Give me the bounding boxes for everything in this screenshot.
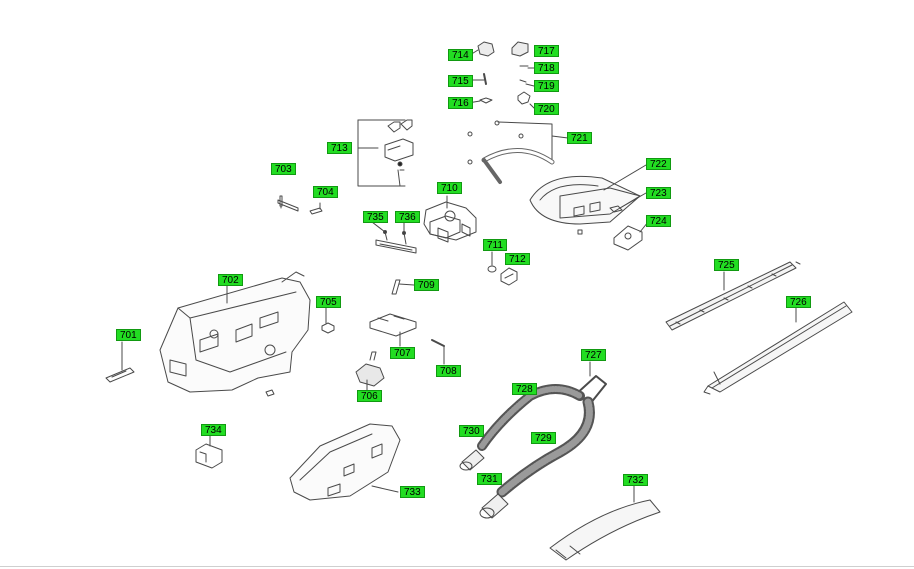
- label-705[interactable]: 705: [316, 296, 341, 308]
- part-713-bracket-group: [357, 119, 414, 187]
- label-701[interactable]: 701: [116, 329, 141, 341]
- label-715[interactable]: 715: [448, 75, 473, 87]
- part-734-clip: [195, 435, 223, 469]
- part-707-clamp-plate: [369, 313, 417, 347]
- label-733[interactable]: 733: [400, 486, 425, 498]
- label-726[interactable]: 726: [786, 296, 811, 308]
- part-720-knob: [517, 91, 535, 109]
- label-702[interactable]: 702: [218, 274, 243, 286]
- part-724-bracket: [613, 221, 649, 251]
- part-733-cover: [289, 423, 401, 501]
- label-708[interactable]: 708: [436, 365, 461, 377]
- bottom-divider: [0, 566, 914, 567]
- part-701-plate: [105, 341, 135, 383]
- label-712[interactable]: 712: [505, 253, 530, 265]
- part-729-hose: [496, 396, 595, 498]
- part-705-screw: [321, 306, 335, 334]
- label-713[interactable]: 713: [327, 142, 352, 154]
- label-728[interactable]: 728: [512, 383, 537, 395]
- label-730[interactable]: 730: [459, 425, 484, 437]
- label-725[interactable]: 725: [714, 259, 739, 271]
- part-712-knob: [500, 267, 518, 286]
- part-714-knob: [469, 41, 495, 57]
- label-709[interactable]: 709: [414, 279, 439, 291]
- label-707[interactable]: 707: [390, 347, 415, 359]
- part-708-pin: [431, 339, 445, 365]
- part-732-blade-guard: [549, 485, 661, 561]
- label-703[interactable]: 703: [271, 163, 296, 175]
- label-704[interactable]: 704: [313, 186, 338, 198]
- label-716[interactable]: 716: [448, 97, 473, 109]
- part-727-hose-connector: [573, 361, 607, 405]
- part-710-tilt-mechanism: [423, 195, 477, 243]
- part-721-angle-scale: [467, 120, 569, 184]
- label-711[interactable]: 711: [483, 239, 507, 251]
- label-722[interactable]: 722: [646, 158, 671, 170]
- label-735[interactable]: 735: [363, 211, 388, 223]
- label-719[interactable]: 719: [534, 80, 559, 92]
- part-718-spring: [519, 65, 535, 69]
- label-723[interactable]: 723: [646, 187, 671, 199]
- label-720[interactable]: 720: [534, 103, 559, 115]
- part-706-knob: [355, 351, 385, 391]
- label-721[interactable]: 721: [567, 132, 592, 144]
- part-717-knob: [511, 41, 529, 57]
- label-706[interactable]: 706: [357, 390, 382, 402]
- part-726-guide-rail: [703, 301, 853, 395]
- part-723-insert: [609, 192, 647, 213]
- part-731-hose-end: [479, 493, 509, 519]
- label-731[interactable]: 731: [477, 473, 502, 485]
- part-728-hose: [477, 384, 585, 451]
- part-719-spring: [519, 79, 535, 87]
- label-724[interactable]: 724: [646, 215, 671, 227]
- label-714[interactable]: 714: [448, 49, 473, 61]
- label-727[interactable]: 727: [581, 349, 606, 361]
- part-709-screw: [391, 279, 415, 295]
- label-710[interactable]: 710: [437, 182, 462, 194]
- part-702-housing: [159, 271, 311, 397]
- label-729[interactable]: 729: [531, 432, 556, 444]
- label-718[interactable]: 718: [534, 62, 559, 74]
- part-704-pin: [309, 202, 323, 215]
- label-732[interactable]: 732: [623, 474, 648, 486]
- part-725-guide-rail: [665, 261, 801, 331]
- part-722-miter-table: [529, 164, 647, 235]
- label-736[interactable]: 736: [395, 211, 420, 223]
- part-735-736-clamp: [371, 221, 417, 254]
- part-703-bolt: [277, 195, 299, 212]
- label-734[interactable]: 734: [201, 424, 226, 436]
- part-711-washer: [487, 251, 497, 273]
- label-717[interactable]: 717: [534, 45, 559, 57]
- part-730-hose-end: [459, 449, 485, 471]
